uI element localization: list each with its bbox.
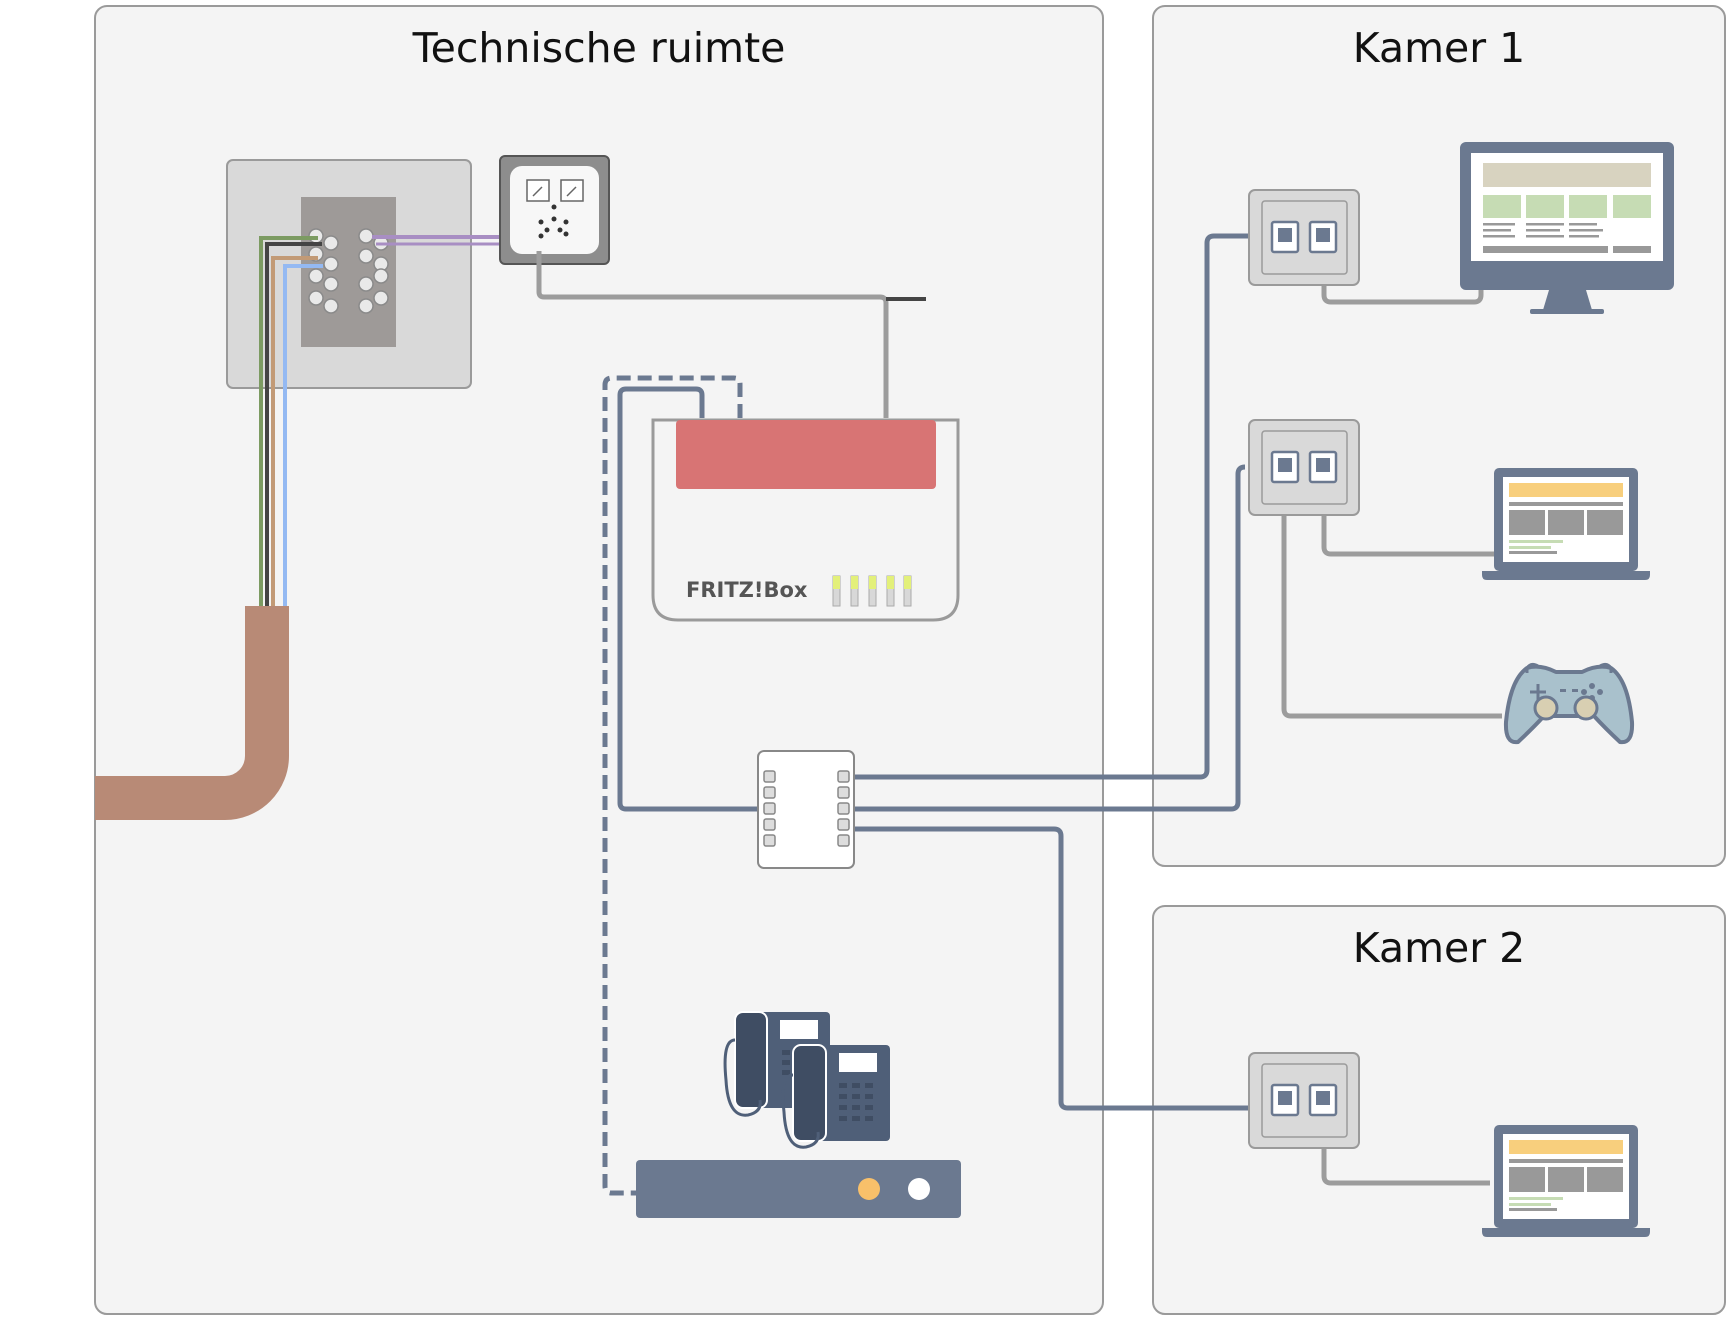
telephone-base-station-icon (636, 1160, 961, 1218)
network-wall-socket-icon (1248, 419, 1360, 516)
room-title-1: Kamer 1 (1353, 24, 1525, 72)
network-wall-socket-icon (1248, 1052, 1360, 1149)
room-title-technical: Technische ruimte (412, 24, 786, 72)
phone-socket-icon (499, 155, 610, 265)
monitor-icon (1460, 142, 1674, 314)
router-brand: FRITZ!Box (686, 578, 808, 602)
room-title-2: Kamer 2 (1353, 924, 1525, 972)
ethernet-cables (617, 233, 1270, 1111)
desk-phone-icon (781, 1044, 890, 1149)
socket-wires (372, 235, 505, 246)
laptop-icon (1482, 1125, 1650, 1237)
laptop-icon (1482, 468, 1650, 580)
router-leds (832, 575, 912, 607)
ethernet-switch-icon (757, 750, 855, 869)
device-cables (1281, 236, 1502, 1186)
router-icon: FRITZ!Box (651, 418, 960, 622)
connection-box-icon (226, 159, 472, 606)
dsl-cable (536, 251, 926, 418)
dect-cable (602, 375, 743, 1196)
network-wall-socket-icon (1248, 189, 1360, 286)
gamepad-icon (1503, 662, 1635, 745)
main-incoming-cable (95, 606, 289, 820)
